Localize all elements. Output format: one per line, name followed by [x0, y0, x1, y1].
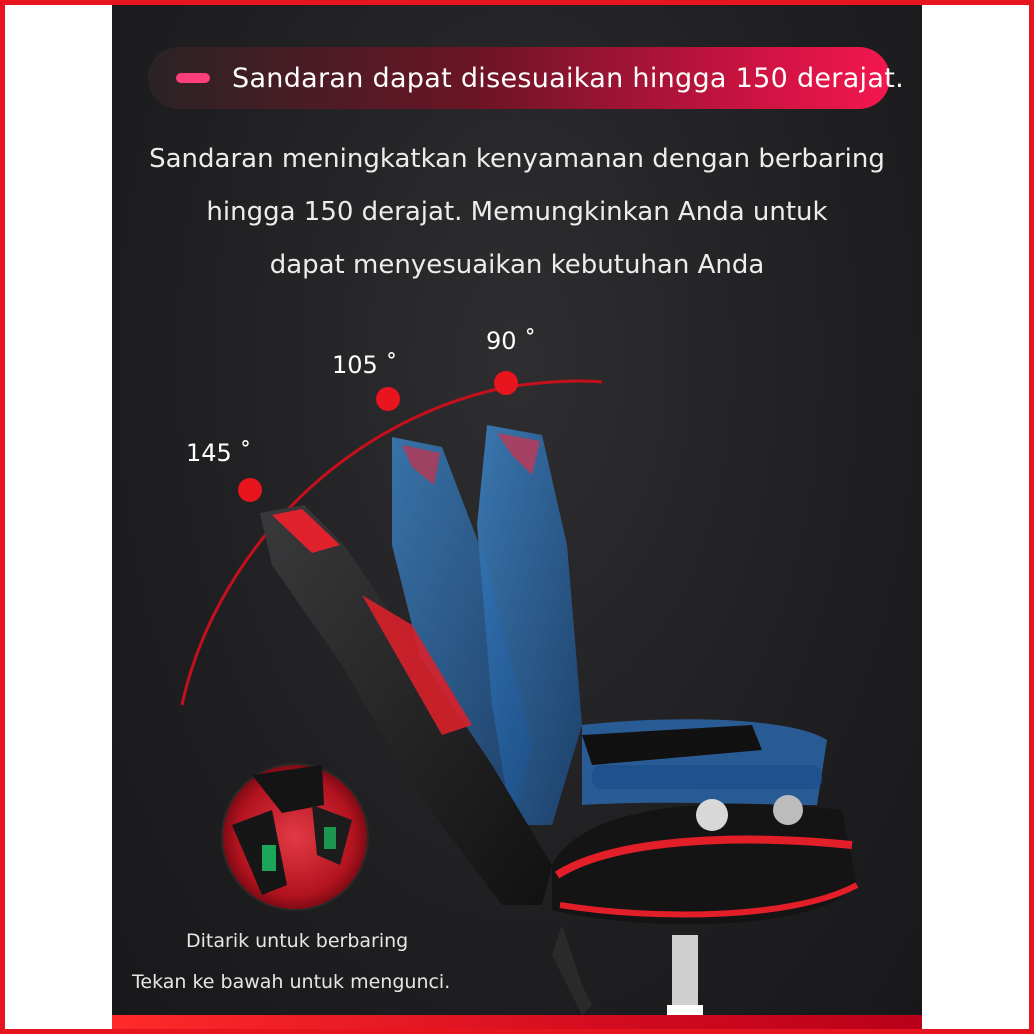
angle-label-105: 105 ˚: [332, 351, 398, 379]
adjust-knob-1: [696, 799, 728, 831]
chair-backrest-145: [260, 505, 552, 905]
accent-dash-icon: [176, 73, 210, 83]
lever-caption-line-2: Tekan ke bawah untuk mengunci.: [132, 971, 451, 993]
description-line-3: dapat menyesuaikan kebutuhan Anda: [269, 250, 765, 280]
description-line-1: Sandaran meningkatkan kenyamanan dengan …: [149, 144, 885, 174]
headline-banner: Sandaran dapat disesuaikan hingga 150 de…: [148, 47, 904, 109]
angle-label-145: 145 ˚: [186, 439, 252, 467]
description-block: Sandaran meningkatkan kenyamanan dengan …: [132, 133, 902, 292]
description-line-2: hingga 150 derajat. Memungkinkan Anda un…: [206, 197, 828, 227]
headline-text: Sandaran dapat disesuaikan hingga 150 de…: [232, 62, 904, 94]
angle-dot-145: [238, 478, 262, 502]
product-panel: Sandaran dapat disesuaikan hingga 150 de…: [112, 5, 922, 1029]
angle-label-90: 90 ˚: [486, 327, 537, 355]
angle-arc: [180, 379, 603, 706]
bottom-accent-bar: [112, 1015, 922, 1029]
lever-caption-line-1: Ditarik untuk berbaring: [186, 930, 409, 952]
recline-illustration: [180, 371, 859, 1029]
angle-dot-90: [494, 371, 518, 395]
angle-dot-105: [376, 387, 400, 411]
chair-seat-base: [552, 803, 857, 925]
adjust-knob-2: [773, 795, 803, 825]
chair-ghost-105: [392, 437, 532, 835]
recline-lever-closeup-icon: [221, 763, 369, 911]
